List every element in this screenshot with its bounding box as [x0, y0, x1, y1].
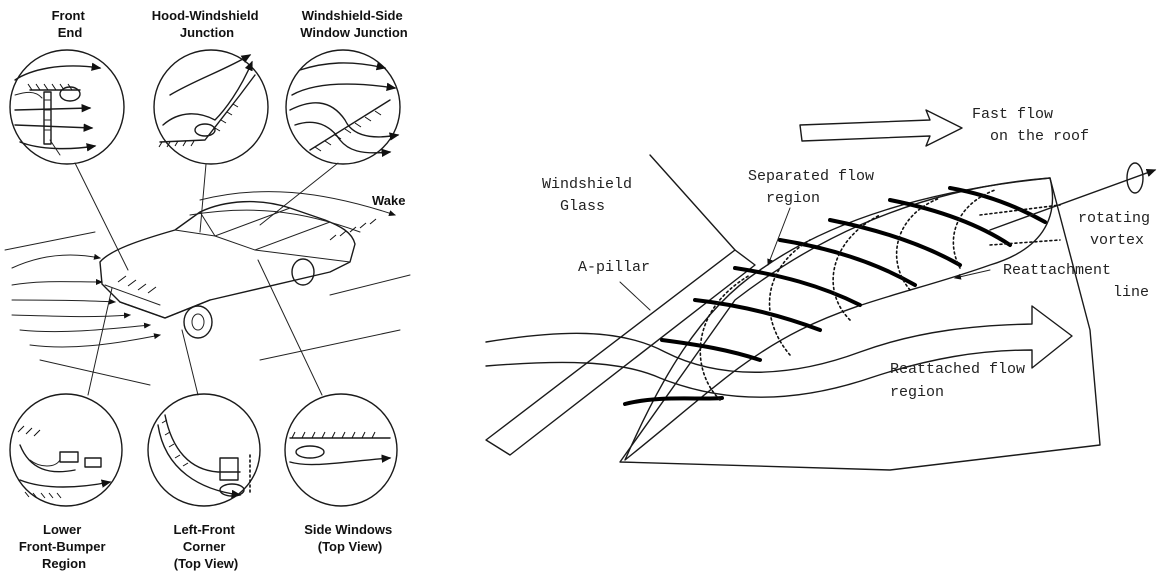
label-a-pillar: A-pillar [578, 259, 650, 276]
label-separated-flow: Separated flow region [748, 168, 883, 207]
a-pillar-strip [486, 250, 755, 455]
detail-circle-hood-windshield [154, 50, 268, 164]
label-windshield-glass: Windshield Glass [542, 176, 641, 215]
left-front-detail [158, 415, 250, 496]
front-end-detail [15, 66, 100, 155]
windshield-side-detail [290, 63, 398, 153]
detail-circle-side-windows [285, 394, 397, 506]
leader-lower-bumper [88, 288, 112, 395]
fast-flow-arrow [800, 110, 962, 146]
leader-side-windows [258, 260, 322, 395]
leader-left-front [182, 330, 198, 395]
label-rotating-vortex: rotating vortex [1078, 210, 1159, 249]
right-figure: Fast flow on the roof Windshield Glass A… [486, 106, 1159, 470]
label-wake: Wake [372, 193, 405, 208]
label-windshield-side: Windshield-Side Window Junction [300, 8, 408, 40]
detail-circle-lower-bumper [10, 394, 122, 506]
label-lower-bumper: Lower Front-Bumper Region [19, 522, 109, 571]
label-hood-windshield: Hood-Windshield Junction [152, 8, 262, 40]
label-side-windows: Side Windows (Top View) [304, 522, 396, 554]
windshield-edge [650, 155, 735, 250]
label-reattachment-line: Reattachment line [1003, 262, 1149, 301]
leader-front-end [75, 163, 128, 270]
hood-windshield-detail [159, 55, 255, 147]
label-reattached-flow: Reattached flow region [890, 361, 1034, 401]
leader-windshield-side [260, 163, 338, 225]
car-illustration [5, 192, 410, 385]
left-figure: Front End Hood-Windshield Junction Winds… [5, 8, 410, 571]
main-flow-arrow [486, 306, 1072, 397]
detail-circle-front-end [10, 50, 124, 164]
leader-hood-windshield [200, 164, 206, 232]
label-front-end: Front End [52, 8, 89, 40]
label-left-front: Left-Front Corner (Top View) [174, 522, 239, 571]
side-windows-detail [290, 432, 390, 465]
label-fast-flow: Fast flow on the roof [972, 106, 1089, 145]
lower-bumper-detail [18, 426, 110, 498]
